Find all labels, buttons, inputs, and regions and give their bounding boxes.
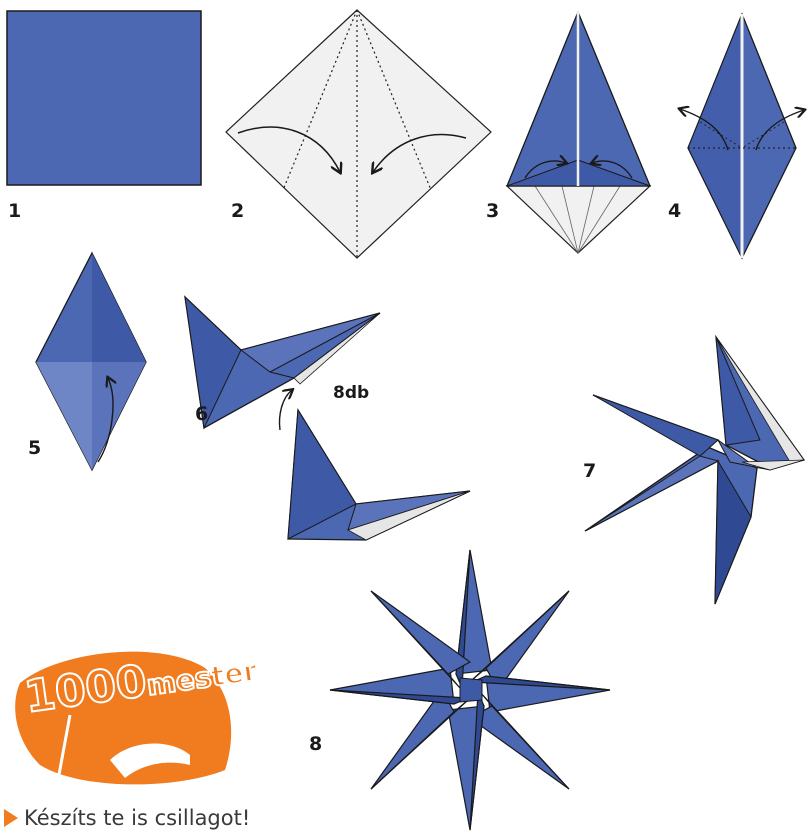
step1-square	[6, 10, 202, 186]
step-number-1: 1	[8, 200, 22, 222]
step-number-3: 3	[486, 200, 500, 222]
caption: Készíts te is csillagot!	[4, 806, 250, 830]
step3-kite-fold	[505, 11, 652, 254]
step-number-2: 2	[231, 200, 245, 222]
step-number-5: 5	[28, 437, 42, 459]
step-number-4: 4	[668, 200, 682, 222]
logo: 1000mester	[15, 639, 261, 785]
step-number-8: 8	[309, 733, 323, 755]
step6-count-label: 8db	[333, 383, 370, 403]
step8-star	[329, 549, 611, 831]
caption-text: Készíts te is csillagot!	[24, 806, 251, 830]
step6-lower-piece	[287, 407, 471, 541]
step5-long-diamond	[35, 251, 147, 472]
step4-diamond-fold	[680, 12, 804, 260]
step2-diamond	[225, 9, 492, 259]
step-number-7: 7	[583, 460, 597, 482]
step6-upper-piece	[184, 295, 381, 431]
play-arrow-icon	[4, 809, 18, 827]
step-number-6: 6	[195, 403, 209, 425]
step7-joined-pieces	[584, 334, 806, 605]
